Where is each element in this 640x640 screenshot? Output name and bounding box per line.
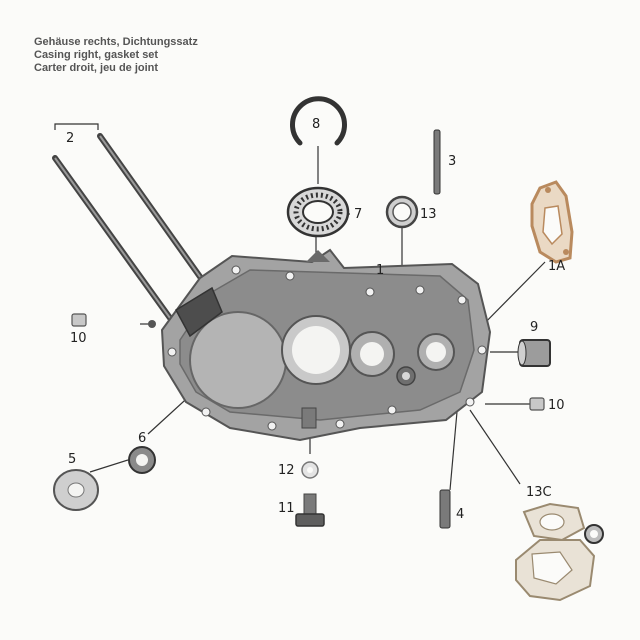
leader-2 [54, 123, 99, 130]
callout-10-left: 10 [70, 331, 87, 346]
dowel-part-4 [439, 489, 451, 529]
callout-2: 2 [66, 131, 74, 146]
callout-13C: 13C [526, 485, 552, 500]
callout-1A: 1A [548, 259, 565, 274]
ring-part-5 [53, 469, 99, 511]
sealing-ring-part-12 [301, 461, 319, 479]
dowel-pin-part-3 [433, 129, 441, 195]
heading-german: Gehäuse rechts, Dichtungssatz [34, 36, 198, 48]
callout-3: 3 [448, 154, 456, 169]
leader-13C [469, 409, 521, 485]
callout-5: 5 [68, 452, 76, 467]
callout-13: 13 [420, 207, 437, 222]
screw-part-11 [295, 493, 325, 527]
callout-4: 4 [456, 507, 464, 522]
seal-part-13 [385, 195, 419, 229]
washer-part-6 [128, 446, 156, 474]
callout-7: 7 [354, 207, 362, 222]
sleeve-part-9 [517, 339, 551, 367]
callout-1: 1 [376, 263, 384, 278]
casing-part-1 [160, 248, 492, 442]
gasket-set-part-13C [515, 502, 604, 602]
callout-6: 6 [138, 431, 146, 446]
callout-12: 12 [278, 463, 295, 478]
studs-part-2 [52, 133, 211, 321]
heading-english: Casing right, gasket set [34, 49, 159, 61]
diagram-heading: Gehäuse rechts, Dichtungssatz Casing rig… [34, 36, 198, 75]
gasket-part-1A [530, 180, 574, 264]
circlip-part-8 [290, 96, 347, 146]
callout-11: 11 [278, 501, 295, 516]
plug-part-10-left [71, 313, 156, 328]
callout-10-right: 10 [548, 398, 565, 413]
plug-part-10-right [529, 397, 545, 411]
ball-bearing-part-7 [286, 186, 350, 238]
callout-8: 8 [312, 117, 320, 132]
heading-french: Carter droit, jeu de joint [34, 62, 159, 74]
leader-5 [89, 459, 129, 473]
callout-9: 9 [530, 320, 538, 335]
callout-labels: 2 8 3 7 13 1A 1 10 9 10 6 5 12 13C 11 4 [66, 117, 565, 522]
